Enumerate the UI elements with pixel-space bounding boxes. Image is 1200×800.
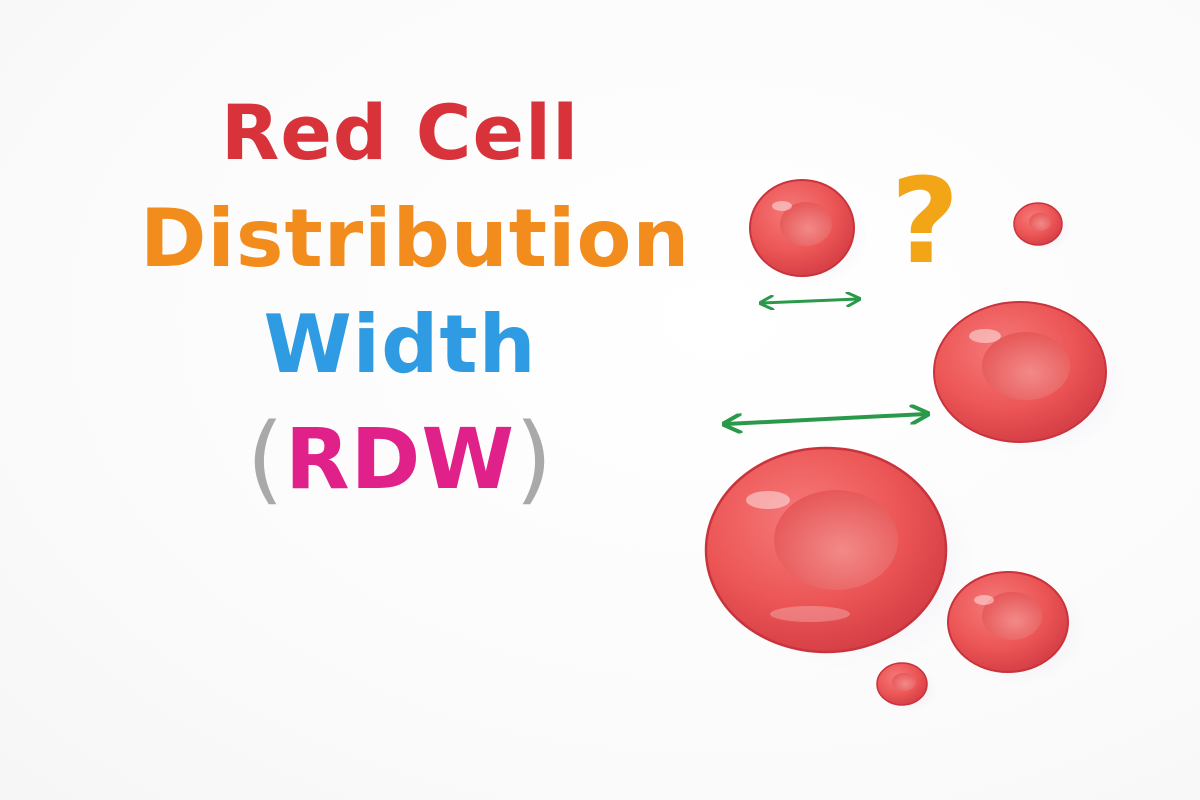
close-parenthesis: ) [515, 403, 554, 515]
red-blood-cell-large [704, 446, 978, 668]
red-blood-cell-tiny-top-right [1013, 202, 1072, 252]
small-size-arrow [762, 299, 858, 303]
title-line-width: Width [263, 298, 537, 391]
red-blood-cell-small-bottom-right [947, 571, 1086, 686]
question-mark: ? [891, 152, 959, 290]
open-parenthesis: ( [246, 403, 285, 515]
title-block: Red Cell Distribution Width (RDW) [140, 88, 691, 508]
red-blood-cell-small-top [749, 179, 868, 286]
red-blood-cells-svg: ? [704, 152, 1128, 712]
title-abbreviation: (RDW) [140, 411, 660, 507]
title-line-distribution: Distribution [140, 192, 691, 285]
red-blood-cells-illustration: ? [660, 120, 1180, 720]
title-line-red-cell: Red Cell [220, 88, 580, 177]
red-blood-cell-medium-right [933, 301, 1128, 458]
abbreviation-rdw: RDW [284, 410, 516, 508]
red-blood-cell-tiny-bottom [876, 662, 938, 712]
large-size-arrow [726, 414, 926, 424]
